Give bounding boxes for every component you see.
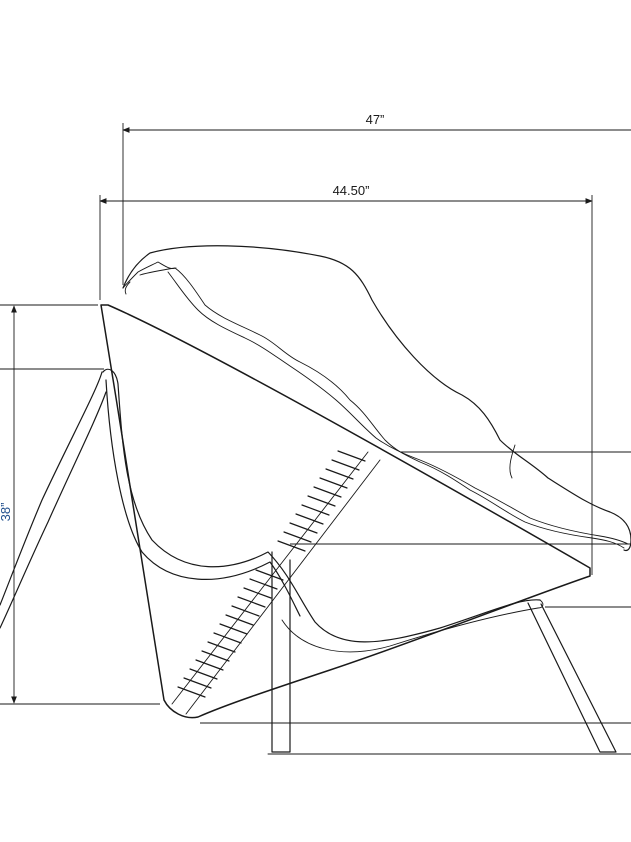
cushion-tassel	[124, 281, 131, 295]
dimension-label-overall-width: 47”	[366, 112, 385, 127]
dimension-height: 38”	[0, 304, 160, 705]
chair-shell	[100, 304, 591, 719]
shell-inner-lower-edge	[281, 599, 544, 653]
cushion-fold	[509, 444, 516, 479]
seam-stitching	[177, 450, 366, 698]
right-leg-body	[527, 602, 617, 753]
shell-outer	[100, 304, 591, 719]
dimension-overall-width: 47”	[122, 112, 631, 285]
front-leg	[267, 551, 293, 755]
back-leg-outer	[0, 371, 103, 606]
cushion-piping	[139, 267, 625, 549]
dimension-label-height: 38”	[0, 503, 13, 522]
dimension-label-seat-width: 44.50”	[333, 183, 370, 198]
cushion-corner	[122, 261, 177, 289]
cushion-inner-seam	[167, 271, 629, 545]
back-leg-inner	[0, 391, 107, 629]
back-leg	[0, 371, 107, 629]
cushion	[122, 245, 631, 552]
reference-lines	[0, 368, 631, 755]
front-leg-body	[271, 551, 291, 753]
shell-seam-2	[185, 459, 381, 715]
shell-inner-rim-2	[105, 379, 301, 617]
cushion-outline	[122, 245, 631, 552]
dimension-seat-width: 44.50”	[99, 183, 593, 575]
shell-inner-rim	[102, 368, 541, 643]
shell-seam	[171, 451, 369, 705]
right-leg	[527, 602, 619, 755]
